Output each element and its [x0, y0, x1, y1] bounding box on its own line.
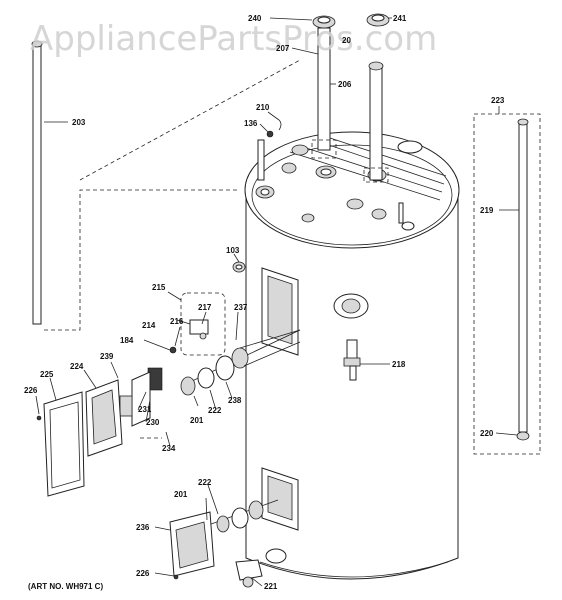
- tank-body: [244, 131, 460, 580]
- callout-239: 239: [100, 352, 114, 361]
- callout-215: 215: [152, 283, 166, 292]
- callout-222-lower: 222: [198, 478, 212, 487]
- callout-206: 206: [338, 80, 352, 89]
- callout-223: 223: [491, 96, 505, 105]
- callout-218: 218: [392, 360, 406, 369]
- callout-201-upper: 201: [190, 416, 204, 425]
- dip-tubes: [311, 13, 390, 183]
- callout-20: 20: [342, 36, 351, 45]
- callout-237: 237: [234, 303, 248, 312]
- callout-241: 241: [393, 14, 407, 23]
- callout-219: 219: [480, 206, 494, 215]
- callout-236: 236: [136, 523, 150, 532]
- callout-220: 220: [480, 429, 494, 438]
- callout-226-lower: 226: [136, 569, 150, 578]
- callout-207: 207: [276, 44, 290, 53]
- callout-240: 240: [248, 14, 262, 23]
- callout-184: 184: [120, 336, 134, 345]
- callout-217: 217: [198, 303, 212, 312]
- callout-216: 216: [170, 317, 184, 326]
- callout-225: 225: [40, 370, 54, 379]
- callout-222-upper: 222: [208, 406, 222, 415]
- lower-element-assembly: [169, 499, 279, 588]
- callout-203: 203: [72, 118, 86, 127]
- callout-224: 224: [70, 362, 84, 371]
- callout-201-lower: 201: [174, 490, 188, 499]
- callout-238: 238: [228, 396, 242, 405]
- callout-231: 231: [138, 405, 152, 414]
- anode-rod: [31, 40, 301, 331]
- callout-226-upper: 226: [24, 386, 38, 395]
- callout-136: 136: [244, 119, 258, 128]
- anode-kit: [473, 106, 541, 455]
- upper-element-assembly: [36, 292, 301, 497]
- leader-lines: [35, 17, 519, 587]
- relief-valve: [343, 339, 361, 381]
- watermark-text: AppliancePartsPros.com: [30, 19, 437, 59]
- callout-103: 103: [226, 246, 240, 255]
- callout-210: 210: [256, 103, 270, 112]
- callout-221: 221: [264, 582, 278, 591]
- callout-214: 214: [142, 321, 156, 330]
- callout-234: 234: [162, 444, 176, 453]
- callout-230: 230: [146, 418, 160, 427]
- callout-labels: 240 241 207 20 206 203 210 136 223 219 2…: [24, 14, 505, 591]
- art-number: (ART NO. WH971 C): [28, 582, 103, 591]
